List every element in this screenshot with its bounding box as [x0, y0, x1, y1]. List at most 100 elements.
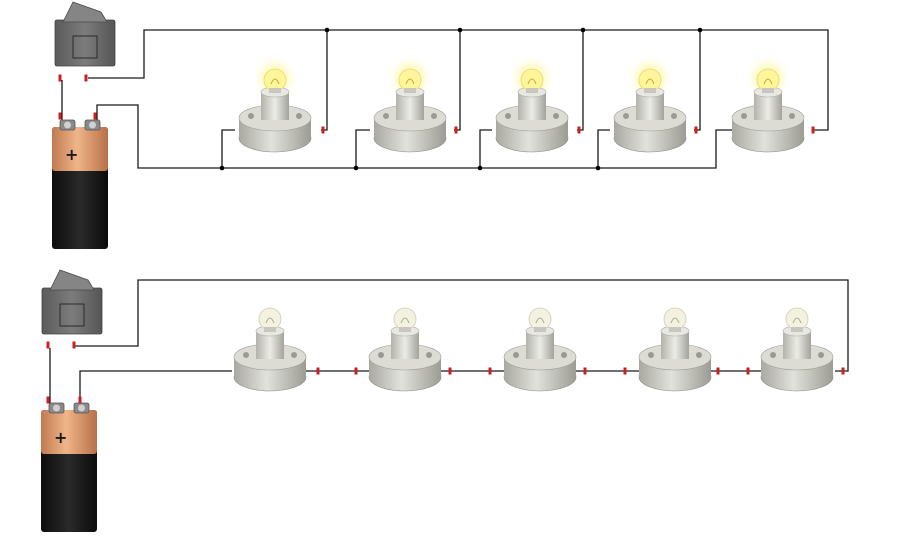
bulb-base — [791, 327, 803, 332]
wire — [454, 30, 461, 131]
battery-plus-label: + — [65, 145, 78, 164]
wire — [79, 370, 232, 404]
socket-screw — [770, 352, 776, 358]
connector-terminal — [354, 367, 358, 375]
socket-screw — [378, 352, 384, 358]
junction-dot — [324, 27, 330, 33]
series-circuit: + — [41, 269, 849, 532]
socket-screw — [383, 113, 389, 119]
light-bulb-icon — [233, 299, 307, 392]
bulb-base — [644, 88, 656, 93]
bulb-filament — [265, 317, 275, 324]
switch-rocker — [49, 269, 95, 291]
junction-dot — [219, 165, 225, 171]
light-bulb-icon — [503, 299, 577, 392]
connector-terminal — [46, 396, 50, 404]
junction-dot — [580, 27, 586, 33]
connector-terminal — [78, 396, 82, 404]
connector-terminal — [811, 126, 815, 134]
battery-icon: + — [41, 402, 97, 532]
wire — [74, 279, 849, 372]
terminal-cap — [53, 404, 60, 412]
connector-terminal — [58, 112, 62, 120]
wire — [597, 129, 610, 168]
switch-body — [41, 287, 103, 335]
wire — [88, 29, 829, 131]
parallel-circuit: + — [52, 1, 829, 249]
bulb-filament — [792, 317, 802, 324]
socket-screw — [426, 352, 432, 358]
switch-window — [59, 303, 85, 327]
bulb-filament — [405, 78, 415, 85]
bulb-glass — [528, 307, 552, 331]
bulb-glass — [263, 68, 287, 92]
connector-terminal — [316, 367, 320, 375]
bulb-glass — [398, 68, 422, 92]
wire — [694, 30, 701, 131]
bulb-base — [762, 88, 774, 93]
junction-dot — [697, 27, 703, 33]
socket-screw — [789, 113, 795, 119]
connector-terminal — [583, 367, 587, 375]
bulb-filament — [270, 78, 280, 85]
socket-screw — [505, 113, 511, 119]
light-bulb-icon — [760, 299, 834, 392]
socket-screw — [291, 352, 297, 358]
socket-screw — [431, 113, 437, 119]
bulb-base — [264, 327, 276, 332]
bulb-filament — [670, 317, 680, 324]
bulb-filament — [535, 317, 545, 324]
connector-terminal — [716, 367, 720, 375]
switch-body — [54, 19, 116, 67]
connector-terminal — [58, 74, 62, 82]
connector-terminal — [694, 126, 698, 134]
junction-dot — [457, 27, 463, 33]
switch-rocker — [62, 1, 108, 23]
bulb-base — [534, 327, 546, 332]
light-bulb-icon — [638, 299, 712, 392]
switch-window — [72, 35, 98, 59]
wire — [577, 30, 584, 131]
wire — [321, 30, 328, 131]
bulb-base — [526, 88, 538, 93]
bulb-glass — [638, 68, 662, 92]
socket-screw — [243, 352, 249, 358]
wire — [96, 104, 738, 169]
connector-terminal — [577, 126, 581, 134]
junction-dot — [353, 165, 359, 171]
battery-plus-label: + — [54, 428, 67, 447]
connector-terminal — [488, 367, 492, 375]
connector-terminal — [46, 341, 50, 349]
connector-terminal — [746, 367, 750, 375]
light-bulb-icon — [495, 54, 569, 153]
light-bulb-icon — [731, 54, 805, 153]
connector-terminal — [72, 341, 76, 349]
bulb-glass — [663, 307, 687, 331]
terminal-cap — [78, 404, 85, 412]
battery-icon: + — [52, 119, 108, 249]
bulb-glass — [393, 307, 417, 331]
bulb-glass — [785, 307, 809, 331]
light-bulb-icon — [238, 54, 312, 153]
junction-dot — [477, 165, 483, 171]
socket-screw — [248, 113, 254, 119]
socket-screw — [671, 113, 677, 119]
bulb-base — [399, 327, 411, 332]
socket-screw — [741, 113, 747, 119]
wire — [479, 129, 492, 168]
socket-screw — [553, 113, 559, 119]
wire — [355, 129, 370, 168]
bulb-filament — [645, 78, 655, 85]
battery-top-band — [52, 127, 108, 171]
bulb-base — [404, 88, 416, 93]
light-bulb-icon — [368, 299, 442, 392]
socket-screw — [513, 352, 519, 358]
junction-dot — [595, 165, 601, 171]
connector-terminal — [841, 367, 845, 375]
bulb-glass — [756, 68, 780, 92]
connector-terminal — [321, 126, 325, 134]
socket-screw — [296, 113, 302, 119]
connector-terminal — [454, 126, 458, 134]
bulb-glass — [258, 307, 282, 331]
